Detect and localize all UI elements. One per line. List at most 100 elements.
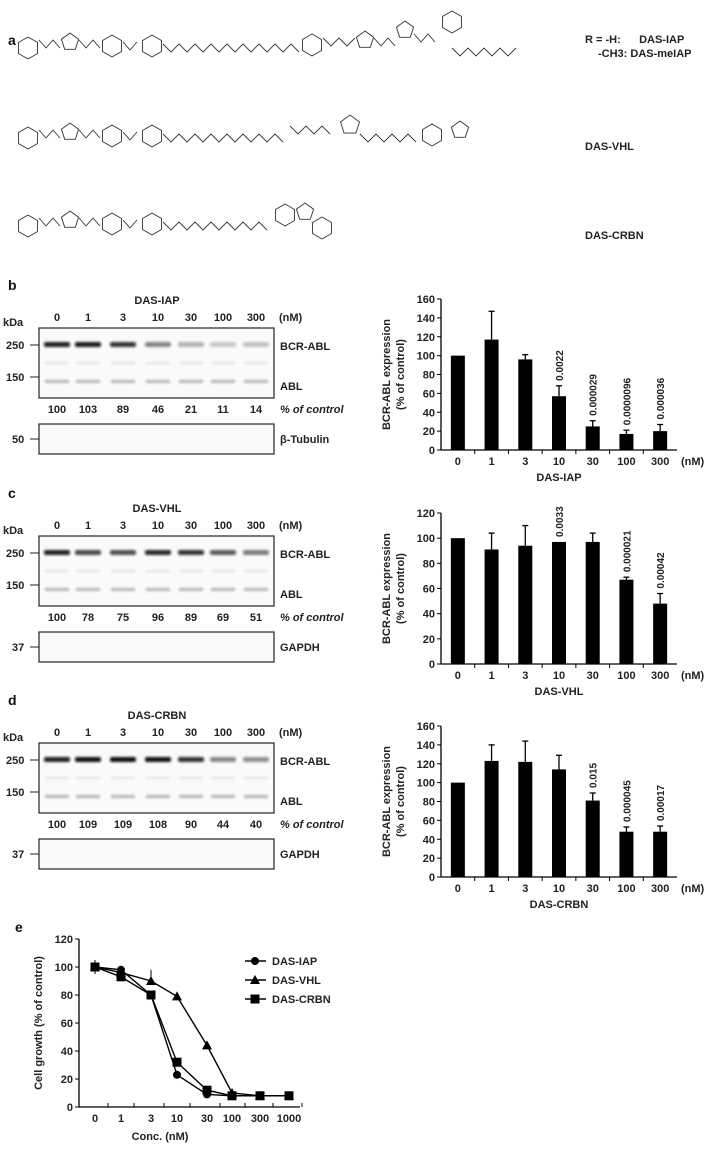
bar bbox=[450, 355, 465, 450]
bcr-abl-band bbox=[75, 550, 101, 555]
abl-band bbox=[146, 588, 170, 591]
p-value-label: 0.000021 bbox=[622, 530, 633, 572]
peg-linker bbox=[162, 221, 268, 231]
lane-label: 10 bbox=[152, 727, 164, 739]
loading-control-label: GAPDH bbox=[280, 849, 320, 861]
bcr-abl-band bbox=[110, 757, 136, 762]
y-tick-label: 120 bbox=[55, 934, 73, 946]
bcr-abl-band bbox=[75, 342, 101, 347]
blot-title: DAS-IAP bbox=[134, 295, 179, 307]
panel-label-e: e bbox=[15, 919, 23, 935]
bcr-abl-band bbox=[210, 342, 236, 347]
percent-value: 90 bbox=[185, 819, 197, 831]
data-point bbox=[146, 990, 156, 1000]
kda-label: kDa bbox=[3, 732, 24, 744]
marker-250: 250 bbox=[6, 755, 24, 767]
nonspecific-band bbox=[146, 777, 170, 779]
abl-band bbox=[111, 795, 135, 798]
legend-marker-triangle bbox=[250, 975, 260, 984]
percent-label: % of control bbox=[280, 612, 344, 624]
bcr-abl-band bbox=[44, 342, 70, 347]
tert-leucine bbox=[289, 125, 331, 135]
pyrimidine-ring bbox=[102, 124, 122, 148]
bar bbox=[484, 549, 499, 664]
percent-value: 44 bbox=[217, 819, 230, 831]
x-tick-label: 30 bbox=[587, 883, 599, 895]
legend-label: DAS-CRBN bbox=[272, 994, 331, 1006]
pyrimidine-ring bbox=[102, 212, 122, 236]
lane-label: 30 bbox=[185, 312, 197, 324]
percent-value: 14 bbox=[250, 404, 263, 416]
bar bbox=[484, 760, 499, 877]
x-axis-label: Conc. (nM) bbox=[132, 1131, 189, 1143]
nonspecific-band bbox=[244, 362, 268, 364]
bar bbox=[552, 541, 566, 664]
thiazole-ring bbox=[60, 122, 80, 140]
x-axis-label: DAS-CRBN bbox=[530, 899, 589, 911]
nonspecific-band bbox=[179, 777, 203, 779]
p-value-label: 0.000029 bbox=[589, 374, 600, 416]
x-tick-label: 100 bbox=[617, 670, 635, 682]
x-tick-label: 30 bbox=[587, 456, 599, 468]
y-tick-label: 140 bbox=[417, 740, 435, 752]
abl-band bbox=[179, 795, 203, 798]
x-tick-label: 10 bbox=[553, 670, 565, 682]
nonspecific-band bbox=[45, 570, 69, 572]
abl-band bbox=[45, 380, 69, 383]
bcr-abl-band bbox=[44, 550, 70, 555]
abl-band bbox=[211, 588, 235, 591]
bcr-abl-band bbox=[110, 550, 136, 555]
linker bbox=[413, 33, 436, 43]
unit-label: (nM) bbox=[279, 312, 303, 324]
amide-linker bbox=[38, 217, 61, 227]
y-tick-label: 100 bbox=[417, 351, 435, 363]
loading-control-label: β-Tubulin bbox=[280, 434, 330, 446]
y-tick-label: 100 bbox=[417, 778, 435, 790]
nonspecific-band bbox=[244, 570, 268, 572]
r-group-label-2: -CH3: DAS-meIAP bbox=[598, 48, 692, 60]
marker-150: 150 bbox=[6, 372, 24, 384]
abl-band bbox=[45, 795, 69, 798]
kda-label: kDa bbox=[3, 317, 24, 329]
band-label-abl: ABL bbox=[280, 796, 303, 808]
y-tick-label: 140 bbox=[417, 313, 435, 325]
thiazole-ring bbox=[450, 120, 470, 138]
crbn-compound-label: DAS-CRBN bbox=[585, 230, 644, 242]
x-tick-label: 10 bbox=[553, 456, 565, 468]
pyrimidine-ring bbox=[102, 34, 122, 58]
y-tick-label: 0 bbox=[429, 659, 435, 671]
x-tick-label: 100 bbox=[617, 456, 635, 468]
y-axis-label: BCR-ABL expression bbox=[381, 533, 393, 644]
p-value-label: 0.00042 bbox=[656, 552, 667, 589]
bcr-abl-band bbox=[145, 757, 171, 762]
nonspecific-band bbox=[111, 777, 135, 779]
data-point bbox=[146, 976, 156, 985]
data-point bbox=[202, 1085, 212, 1095]
percent-value: 103 bbox=[79, 404, 97, 416]
thiazole-ring bbox=[355, 30, 375, 48]
x-tick-label: 1 bbox=[489, 883, 495, 895]
bar bbox=[552, 396, 566, 450]
band-label-abl: ABL bbox=[280, 381, 303, 393]
amine-linker bbox=[78, 129, 101, 139]
bcr-abl-band bbox=[178, 342, 204, 347]
legend-label: DAS-IAP bbox=[272, 956, 317, 968]
bar bbox=[552, 769, 566, 877]
x-tick-label: 300 bbox=[651, 670, 669, 682]
linker bbox=[359, 133, 417, 143]
unit-label: (nM) bbox=[681, 883, 705, 895]
abl-band bbox=[211, 795, 235, 798]
lane-label: 300 bbox=[247, 727, 265, 739]
bar bbox=[585, 426, 600, 450]
panel-label-b: b bbox=[8, 277, 17, 293]
data-point bbox=[202, 1040, 212, 1050]
band-label-bcr-abl: BCR-ABL bbox=[280, 341, 330, 353]
percent-value: 78 bbox=[82, 612, 94, 624]
y-axis-label: (% of control) bbox=[395, 339, 407, 410]
aryl-ring bbox=[18, 126, 38, 150]
lane-label: 1 bbox=[85, 520, 91, 532]
